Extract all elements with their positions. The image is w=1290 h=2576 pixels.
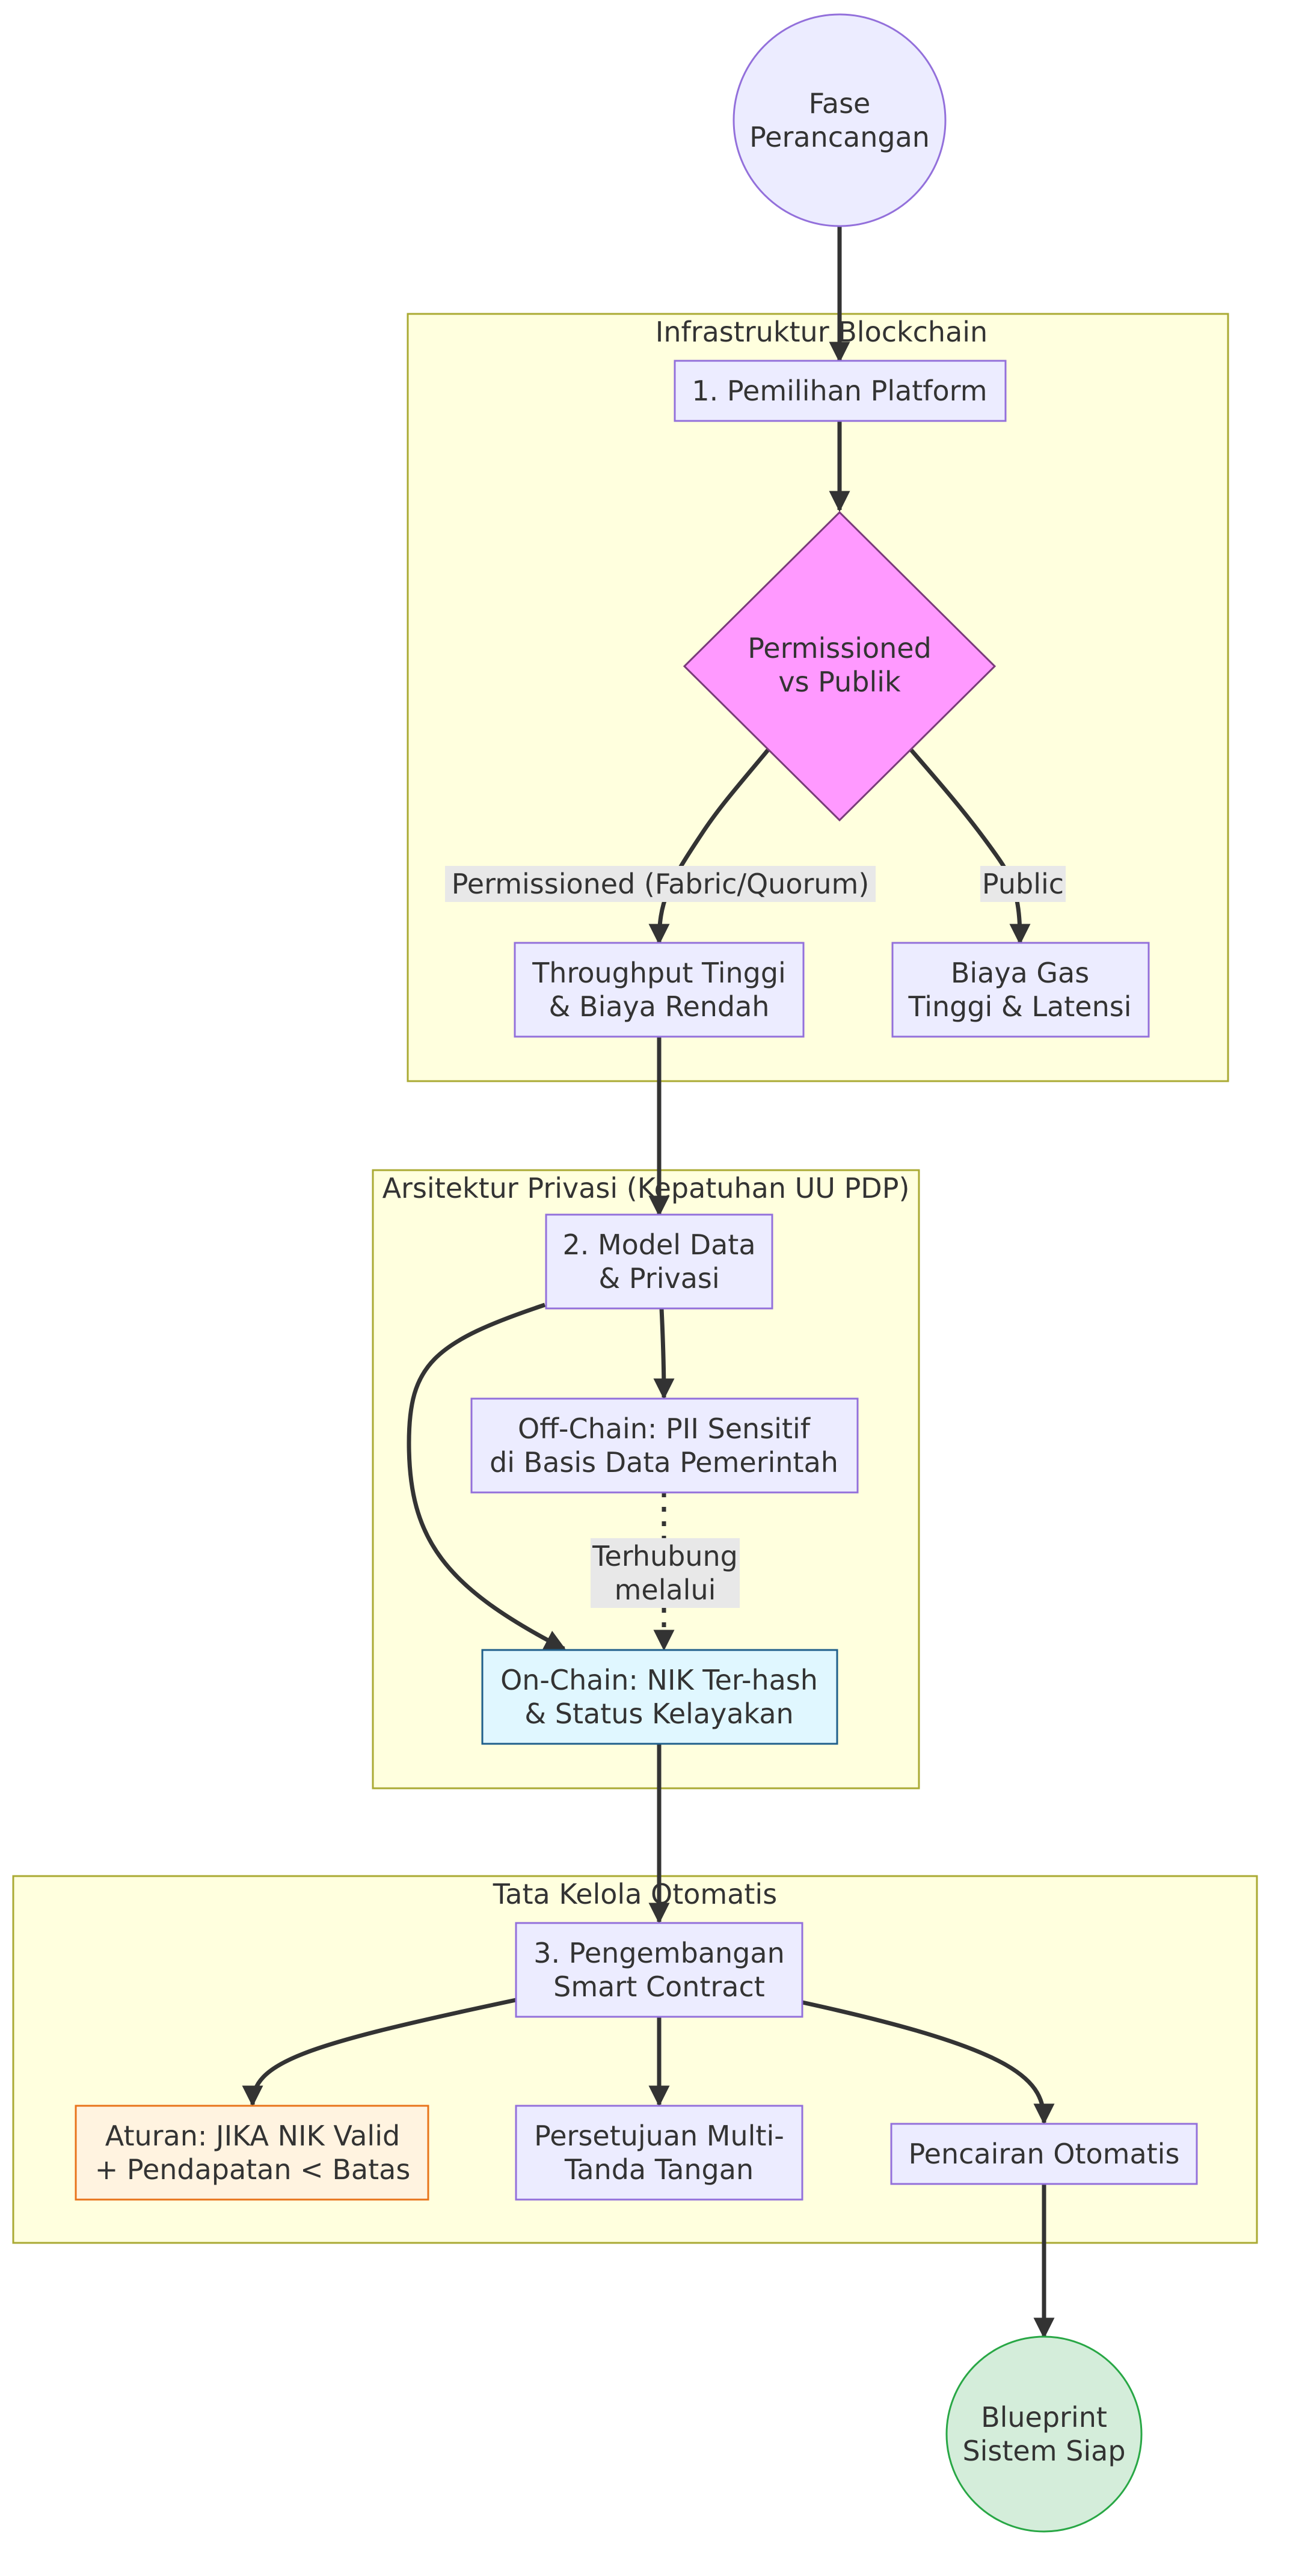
node-gas-shape bbox=[891, 942, 1150, 1038]
node-start-shape bbox=[733, 13, 947, 227]
node-offchain-label-line-1: Off-Chain: PII Sensitif bbox=[518, 1412, 811, 1445]
node-gas-label-line-1: Biaya Gas bbox=[951, 957, 1089, 989]
edge-label-public-bg bbox=[980, 866, 1066, 902]
node-decision-label-line-1: Permissioned bbox=[748, 632, 932, 664]
edge-decision-to-throughput bbox=[648, 747, 770, 945]
node-end-shape bbox=[945, 2335, 1143, 2533]
node-multisig-shape bbox=[515, 2105, 803, 2201]
group-privacy-title-line-1: Arsitektur Privasi (Kepatuhan UU PDP) bbox=[382, 1172, 910, 1204]
edge-smartcontract-to-rule bbox=[242, 1998, 517, 2107]
node-disburse-label-line-1: Pencairan Otomatis bbox=[909, 2138, 1180, 2170]
edge-label-backgrounds bbox=[445, 866, 1066, 1608]
node-throughput-label: Throughput Tinggi& Biaya Rendah bbox=[532, 957, 786, 1023]
edges bbox=[242, 226, 1055, 2339]
node-disburse-shape bbox=[890, 2123, 1198, 2185]
node-smartcontract-shape bbox=[515, 1922, 803, 2018]
node-onchain-label: On-Chain: NIK Ter-hash& Status Kelayakan bbox=[500, 1664, 818, 1730]
edge-label-permissioned-line-1: Permissioned (Fabric/Quorum) bbox=[452, 868, 870, 900]
edge-decision-to-gas bbox=[909, 747, 1031, 945]
edge-label-linked-bg bbox=[591, 1538, 740, 1608]
edge-label-linked-line-1: Terhubung bbox=[592, 1540, 738, 1572]
edge-datamodel-to-offchain bbox=[653, 1308, 675, 1400]
node-rule-label: Aturan: JIKA NIK Valid+ Pendapatan < Bat… bbox=[95, 2120, 411, 2186]
edge-label-public: Public bbox=[982, 868, 1064, 900]
edge-label-permissioned: Permissioned (Fabric/Quorum) bbox=[452, 868, 870, 900]
node-decision-shape bbox=[683, 511, 997, 822]
group-blockchain-title-line-1: Infrastruktur Blockchain bbox=[656, 316, 987, 348]
node-onchain-label-line-1: On-Chain: NIK Ter-hash bbox=[500, 1664, 818, 1696]
group-blockchain-title: Infrastruktur Blockchain bbox=[656, 316, 987, 348]
node-rule-shape bbox=[75, 2105, 429, 2201]
group-governance-title: Tata Kelola Otomatis bbox=[493, 1878, 777, 1910]
node-platform-label-line-1: 1. Pemilihan Platform bbox=[692, 375, 987, 407]
edge-label-linked-line-2: melalui bbox=[615, 1574, 716, 1606]
nodes bbox=[75, 13, 1198, 2533]
node-throughput-label-line-2: & Biaya Rendah bbox=[549, 990, 770, 1023]
edge-label-public-line-1: Public bbox=[982, 868, 1064, 900]
node-smartcontract-label-line-2: Smart Contract bbox=[553, 1970, 765, 2003]
node-throughput-label-line-1: Throughput Tinggi bbox=[532, 957, 786, 989]
edge-label-permissioned-bg bbox=[445, 866, 876, 902]
node-onchain-shape bbox=[481, 1649, 838, 1745]
node-datamodel-label-line-1: 2. Model Data bbox=[562, 1228, 755, 1261]
node-rule-label-line-2: + Pendapatan < Batas bbox=[95, 2153, 411, 2186]
node-datamodel-label-line-2: & Privasi bbox=[598, 1262, 719, 1295]
node-offchain-label-line-2: di Basis Data Pemerintah bbox=[490, 1446, 838, 1479]
node-platform-shape bbox=[674, 360, 1007, 422]
node-offchain-shape bbox=[470, 1397, 859, 1494]
node-end-label-line-2: Sistem Siap bbox=[962, 2435, 1125, 2467]
edge-smartcontract-to-disburse bbox=[802, 2000, 1055, 2125]
node-multisig-label-line-1: Persetujuan Multi- bbox=[534, 2120, 784, 2152]
node-end-label-line-1: Blueprint bbox=[981, 2401, 1107, 2433]
node-onchain-label-line-2: & Status Kelayakan bbox=[524, 1697, 793, 1730]
node-multisig-label: Persetujuan Multi-Tanda Tangan bbox=[534, 2120, 784, 2186]
node-platform-label: 1. Pemilihan Platform bbox=[692, 375, 987, 407]
node-decision-label-line-2: vs Publik bbox=[778, 666, 901, 698]
node-multisig-label-line-2: Tanda Tangan bbox=[564, 2153, 754, 2186]
node-start-label-line-2: Perancangan bbox=[749, 121, 930, 153]
node-smartcontract-label-line-1: 3. Pengembangan bbox=[533, 1937, 784, 1969]
node-rule-label-line-1: Aturan: JIKA NIK Valid bbox=[105, 2120, 400, 2152]
group-governance-title-line-1: Tata Kelola Otomatis bbox=[493, 1878, 777, 1910]
node-datamodel-label: 2. Model Data& Privasi bbox=[562, 1228, 755, 1295]
edge-datamodel-to-onchain bbox=[407, 1302, 567, 1651]
group-privacy-title: Arsitektur Privasi (Kepatuhan UU PDP) bbox=[382, 1172, 910, 1204]
node-start-label-line-1: Fase bbox=[809, 87, 871, 120]
node-throughput-shape bbox=[514, 942, 805, 1038]
node-gas-label-line-2: Tinggi & Latensi bbox=[908, 990, 1132, 1023]
node-disburse-label: Pencairan Otomatis bbox=[909, 2138, 1180, 2170]
node-datamodel-shape bbox=[545, 1213, 773, 1310]
